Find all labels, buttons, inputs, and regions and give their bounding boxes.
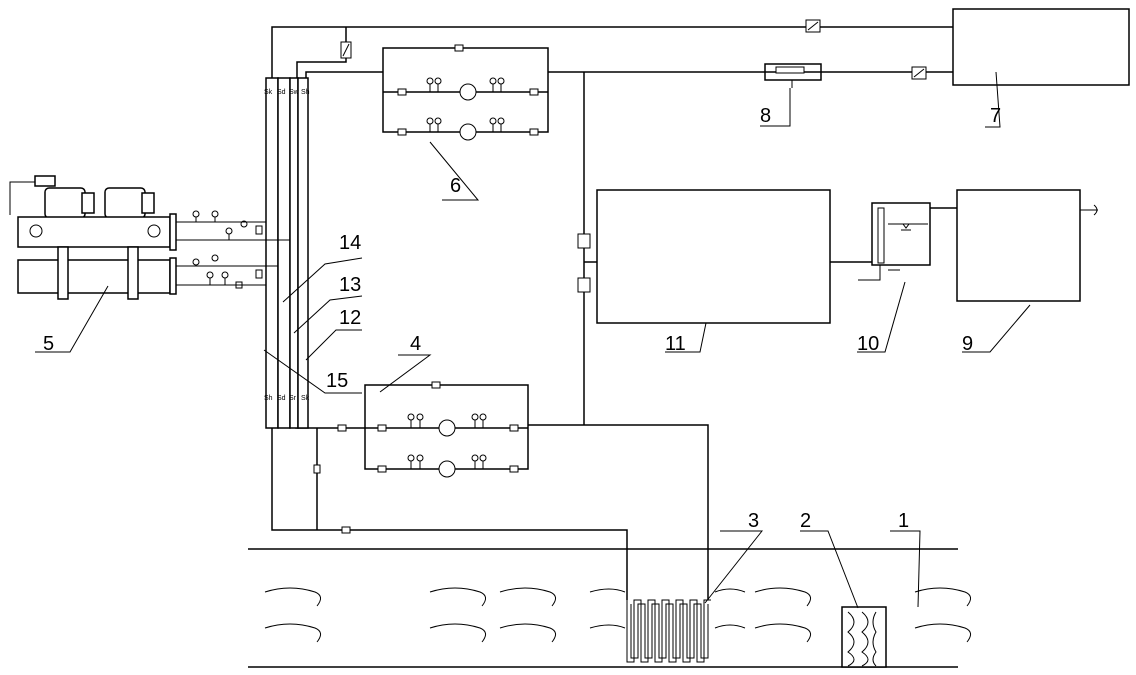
water-tank-10 [858,202,931,281]
label-12: 12 [339,307,361,329]
label-2: 2 [800,510,811,532]
water-body [248,548,971,668]
pump-group-4 [364,381,529,478]
label-4: 4 [410,333,421,355]
heat-exchange-coil [626,599,711,663]
line-valves [313,19,927,534]
label-9: 9 [962,333,973,355]
label-15: 15 [326,370,348,392]
label-8: 8 [760,105,771,127]
equipment-11 [596,189,831,324]
heat-pump-unit [9,175,290,300]
header-tag-top-2: Sd [277,89,286,96]
user-terminal-7 [952,8,1130,86]
header-tag-top-1: Sk [264,89,273,96]
label-14: 14 [339,232,361,254]
label-3: 3 [748,510,759,532]
header-tag-bottom-4: Sk [301,395,310,402]
water-waves [264,587,971,643]
label-10: 10 [857,333,879,355]
distribution-headers: Sk Sd Sw Sh Sh Sd Sr Sk [264,77,310,429]
header-tag-bottom-2: Sd [277,395,286,402]
leader-lines [35,71,1031,609]
header-tag-top-4: Sh [301,89,310,96]
header-tag-bottom-3: Sr [289,395,297,402]
flow-meter-8 [764,63,822,88]
label-5: 5 [43,333,54,355]
label-11: 11 [665,333,686,355]
equipment-9 [956,189,1081,302]
header-tag-top-3: Sw [289,89,300,96]
header-tag-bottom-1: Sh [264,395,273,402]
label-1: 1 [898,510,909,532]
label-6: 6 [450,175,461,197]
intake-screen [841,606,887,668]
pump-group-6 [382,44,549,141]
label-7: 7 [990,105,1001,127]
callout-labels: 5 6 8 7 11 10 9 14 13 12 15 4 3 2 1 [43,105,1001,532]
label-13: 13 [339,274,361,296]
